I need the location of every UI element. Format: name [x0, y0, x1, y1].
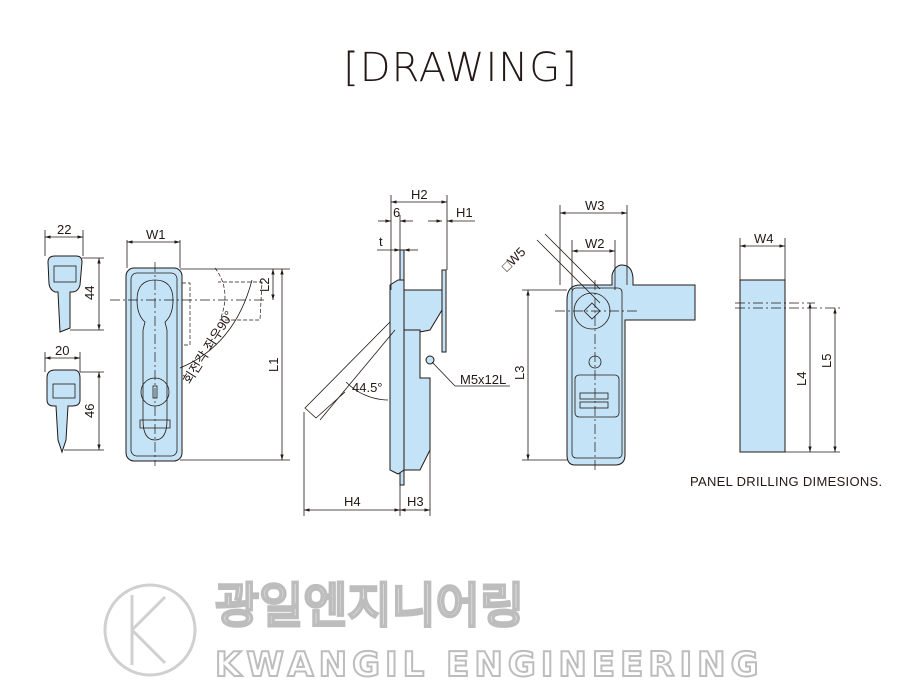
w5-label: □W5 — [499, 244, 529, 274]
w2-label: W2 — [585, 236, 605, 251]
h4-label: H4 — [344, 494, 361, 509]
h1-label: H1 — [456, 205, 473, 220]
l3-label: L3 — [512, 366, 527, 380]
back-view: W3 W2 □W5 L3 — [499, 198, 696, 472]
l1-label: L1 — [266, 358, 281, 372]
l4-label: L4 — [794, 372, 809, 386]
h2-label: H2 — [411, 187, 428, 202]
thickness-label: t — [379, 234, 383, 249]
w3-label: W3 — [585, 198, 605, 213]
rotation-angle-note: 회전각 좌우90° — [180, 308, 237, 386]
key1-height-label: 44 — [82, 286, 97, 300]
watermark-logo-k — [130, 595, 167, 665]
watermark-korean: 광일엔지니어링 — [215, 578, 524, 634]
l5-label: L5 — [819, 354, 834, 368]
l2-label: L2 — [257, 278, 272, 292]
key2-height-label: 46 — [82, 404, 97, 418]
screw-label: M5x12L — [460, 372, 506, 387]
watermark-english: KWANGIL ENGINEERING — [215, 645, 764, 685]
panel-drilling-caption: PANEL DRILLING DIMESIONS. — [690, 474, 882, 489]
panel-drilling-view: W4 L4 L5 PANEL DRILLING DIMESIONS. — [690, 231, 882, 489]
w4-label: W4 — [754, 231, 774, 246]
h3-label: H3 — [407, 494, 424, 509]
watermark: 광일엔지니어링 KWANGIL ENGINEERING — [103, 577, 764, 686]
key-2-view: 20 46 — [44, 343, 104, 454]
page-title: [DRAWING] — [343, 45, 578, 91]
front-view: 회전각 좌우90° W1 L1 L2 — [110, 227, 290, 466]
watermark-logo-circle — [103, 583, 197, 677]
angle-label: 44.5° — [352, 380, 383, 395]
key2-width-label: 20 — [55, 343, 69, 358]
dim-6-label: 6 — [393, 205, 400, 220]
w1-label: W1 — [146, 227, 166, 242]
key1-width-label: 22 — [57, 222, 71, 237]
key-1-view: 22 44 — [44, 222, 104, 333]
side-view: 44.5° M5x12L H2 6 H1 t H4 H3 — [303, 187, 510, 516]
